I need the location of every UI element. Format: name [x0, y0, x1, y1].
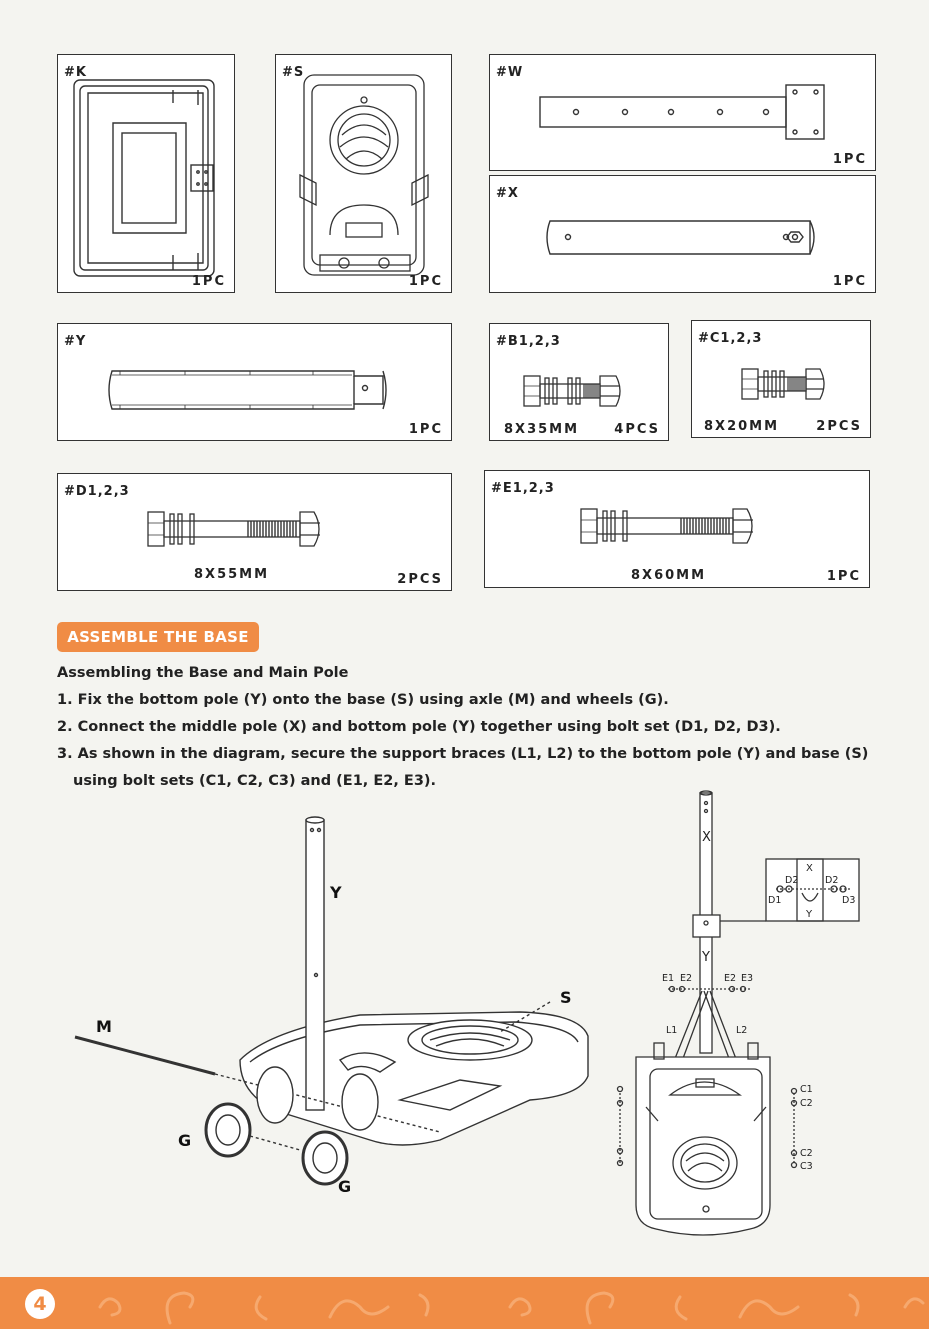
- label-s: S: [560, 988, 572, 1007]
- bolt-d-drawing: [147, 511, 320, 547]
- part-size: 8X55MM: [194, 567, 270, 582]
- part-s-box: #S 1PC: [275, 54, 452, 293]
- instruction-step-3: 3. As shown in the diagram, secure the s…: [57, 746, 869, 762]
- part-b-box: #B1,2,3 8X35MM 4PCS: [489, 323, 669, 441]
- label-g-2: G: [338, 1177, 351, 1196]
- part-y-box: #Y 1PC: [57, 323, 452, 441]
- thread: [583, 384, 599, 398]
- label-c1: C1: [800, 1084, 813, 1095]
- part-qty: 4PCS: [614, 422, 660, 437]
- label-c2: C2: [800, 1098, 813, 1109]
- label-e2-b: E2: [724, 973, 736, 984]
- label-d3: D3: [842, 895, 855, 906]
- part-code: #S: [282, 65, 305, 80]
- part-c-box: #C1,2,3 8X20MM 2PCS: [691, 320, 871, 438]
- bolt-e-drawing: [580, 508, 753, 544]
- part-qty: 1PC: [408, 422, 443, 437]
- part-code: #K: [64, 65, 87, 80]
- backboard-drawing: [73, 79, 215, 277]
- part-code: #D1,2,3: [64, 484, 130, 499]
- part-k-box: #K 1PC: [57, 54, 235, 293]
- part-e-box: #E1,2,3 8X60MM 1PC: [484, 470, 870, 588]
- page-number: 4: [25, 1289, 55, 1319]
- part-qty: 1PC: [826, 569, 861, 584]
- thread: [787, 377, 805, 391]
- pole-brace-diagram: X Y X Y D2 D2 D1 D3 E1 E2 E2 E3 L1 L2 C1…: [616, 790, 860, 1236]
- label-e1: E1: [662, 973, 674, 984]
- label-y: Y: [329, 883, 342, 902]
- label-l1: L1: [666, 1025, 677, 1036]
- part-qty: 1PC: [191, 274, 226, 289]
- footer-bar: 4: [0, 1277, 929, 1329]
- instruction-step-2: 2. Connect the middle pole (X) and botto…: [57, 719, 781, 735]
- part-code: #Y: [64, 334, 87, 349]
- bolt-c-drawing: [741, 368, 825, 400]
- label-d2: D2: [785, 875, 798, 886]
- thread: [247, 521, 297, 537]
- part-d-box: #D1,2,3 8X55MM 2PCS: [57, 473, 452, 591]
- label-d1: D1: [768, 895, 781, 906]
- part-qty: 1PC: [408, 274, 443, 289]
- part-size: 8X35MM: [504, 422, 580, 437]
- part-w-box: #W 1PC: [489, 54, 876, 171]
- part-code: #X: [496, 186, 519, 201]
- thread: [680, 518, 730, 534]
- part-size: 8X60MM: [631, 568, 707, 583]
- part-x-box: #X 1PC: [489, 175, 876, 293]
- label-c2-b: C2: [800, 1148, 813, 1159]
- label-g-1: G: [178, 1131, 191, 1150]
- instruction-step-1: 1. Fix the bottom pole (Y) onto the base…: [57, 692, 669, 708]
- part-code: #E1,2,3: [491, 481, 555, 496]
- pole-x-drawing: [546, 220, 815, 255]
- part-qty: 2PCS: [397, 572, 443, 587]
- label-c3: C3: [800, 1161, 813, 1172]
- pole-y-drawing: [108, 370, 387, 410]
- label-d2-b: D2: [825, 875, 838, 886]
- label-m: M: [96, 1017, 112, 1036]
- instruction-step-3-cont: using bolt sets (C1, C2, C3) and (E1, E2…: [73, 773, 437, 789]
- part-qty: 1PC: [832, 274, 867, 289]
- inset-label-y: Y: [805, 909, 813, 920]
- label-l2: L2: [736, 1025, 747, 1036]
- label-x: X: [702, 830, 711, 845]
- base-drawing: [299, 74, 429, 276]
- footer-swirl-pattern: [98, 1291, 925, 1325]
- part-code: #B1,2,3: [496, 334, 561, 349]
- instructions-heading: Assembling the Base and Main Pole: [57, 665, 349, 681]
- label-e2: E2: [680, 973, 692, 984]
- label-e3: E3: [741, 973, 753, 984]
- part-qty: 2PCS: [816, 419, 862, 434]
- part-qty: 1PC: [832, 152, 867, 167]
- part-code: #C1,2,3: [698, 331, 763, 346]
- part-code: #W: [496, 65, 524, 80]
- label-y: Y: [701, 950, 710, 965]
- inset-label-x: X: [806, 863, 813, 874]
- bolt-b-drawing: [523, 375, 621, 407]
- part-size: 8X20MM: [704, 419, 780, 434]
- pole-w-drawing: [539, 84, 825, 140]
- section-title: ASSEMBLE THE BASE: [57, 622, 259, 652]
- base-assembly-diagram: Y S M G G: [74, 816, 589, 1196]
